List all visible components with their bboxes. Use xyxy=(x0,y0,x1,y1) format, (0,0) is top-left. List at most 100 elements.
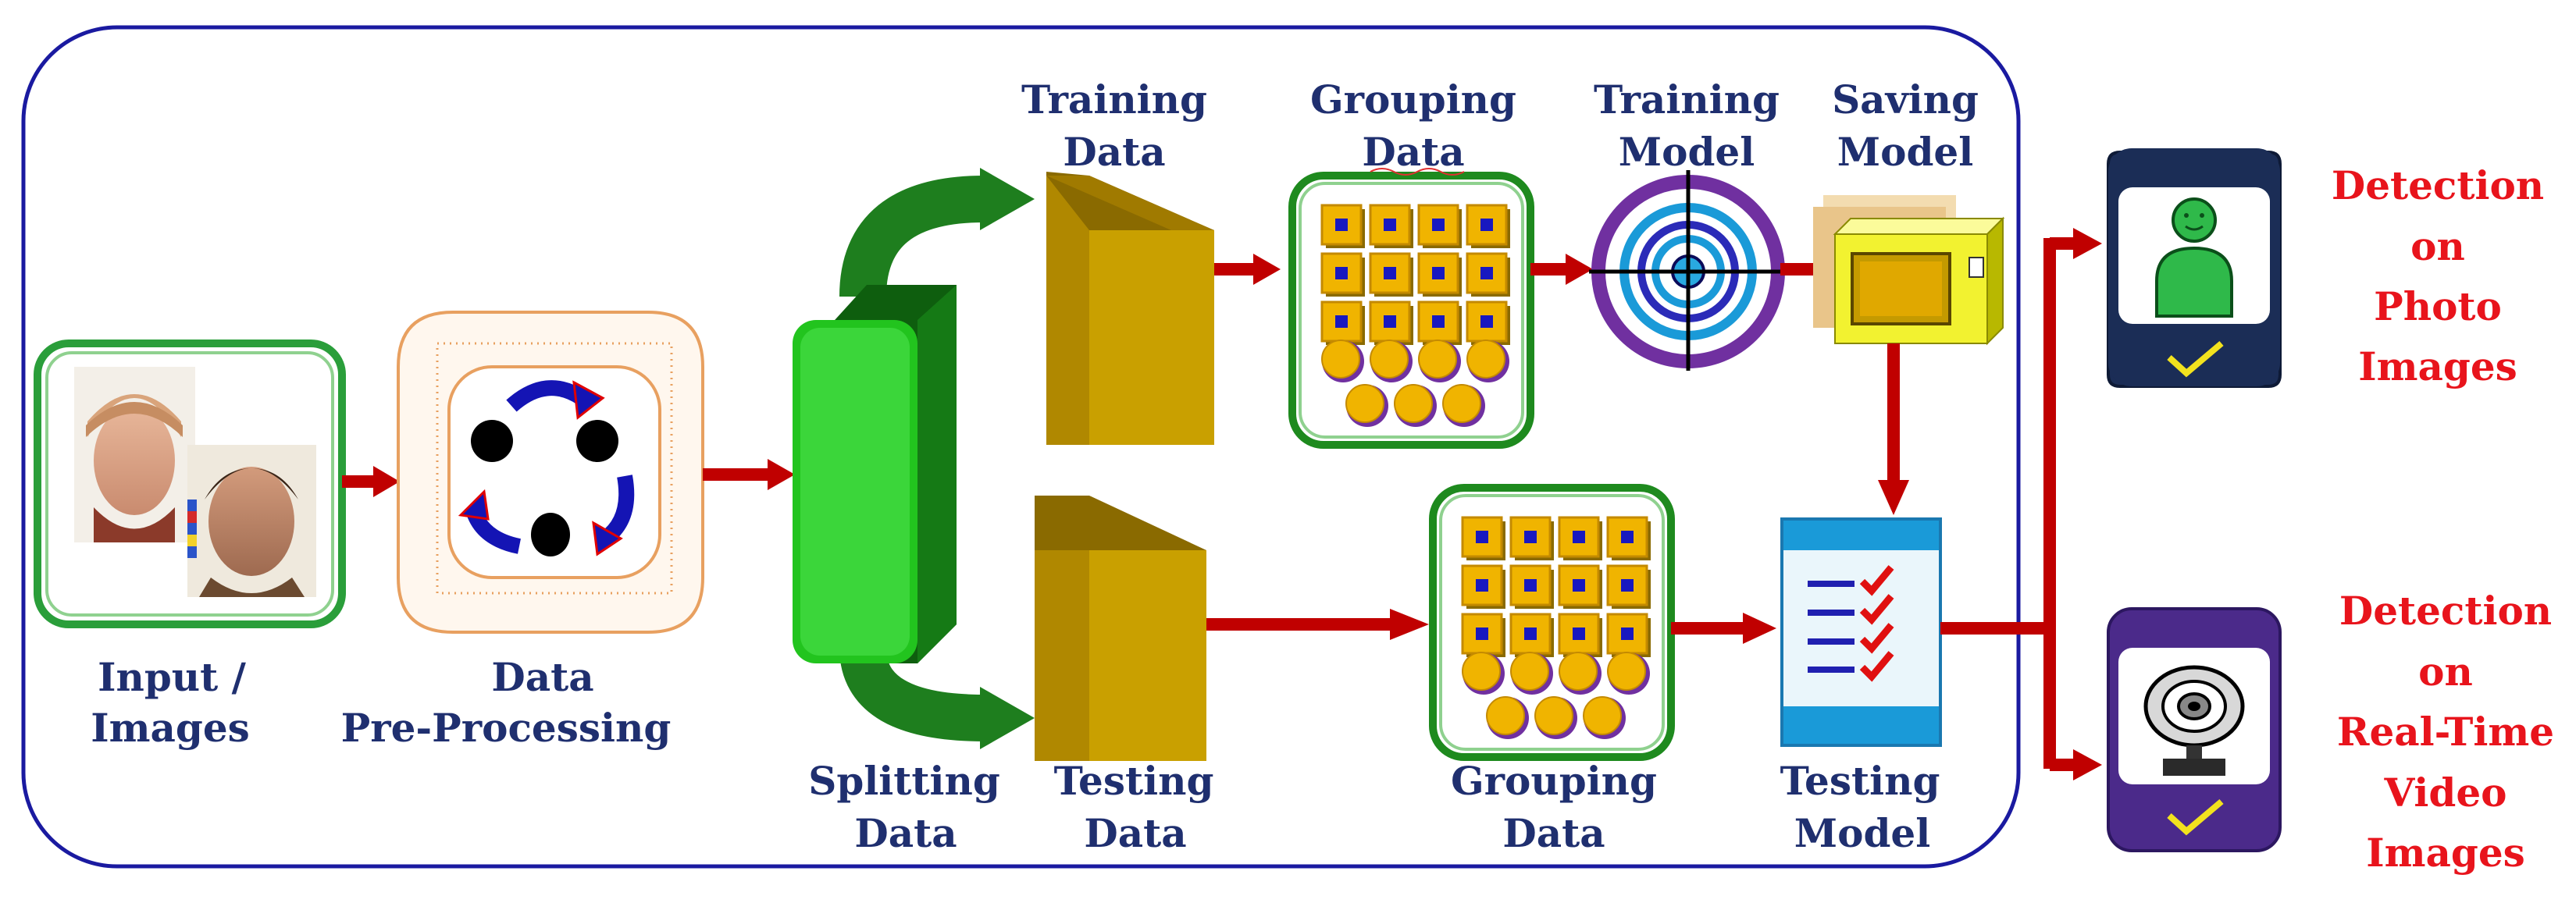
saving-model-label-line2: Model xyxy=(1837,129,1973,175)
photo-output-line2: on xyxy=(2410,223,2465,269)
group-square-dot xyxy=(1384,219,1396,231)
group-circle xyxy=(1442,384,1481,423)
group-square-dot xyxy=(1384,267,1396,279)
grouping-grid-top-icon xyxy=(1288,172,1534,449)
testing-model-label-line1: Testing xyxy=(1780,758,1940,804)
group-square-dot xyxy=(1524,579,1537,592)
training-data-cube-icon xyxy=(1046,172,1214,445)
checklist-icon xyxy=(1780,517,1942,747)
training-model-label-line2: Model xyxy=(1619,129,1755,175)
photo-output-line3: Photo xyxy=(2374,283,2502,329)
testing-data-label-line1: Testing xyxy=(1054,758,1214,804)
group-square-dot xyxy=(1480,315,1493,328)
photo-output-line1: Detection xyxy=(2332,162,2544,208)
group-square-dot xyxy=(1432,315,1445,328)
video-output-line1: Detection xyxy=(2339,588,2552,634)
save-box-icon xyxy=(1813,195,2005,346)
pipeline-frame xyxy=(21,25,2021,869)
video-output-line5: Images xyxy=(2366,830,2525,876)
group-square xyxy=(1558,564,1600,606)
preprocessing-cube-icon xyxy=(397,311,704,634)
arrow-train-to-group xyxy=(1214,254,1281,285)
grouping-top-label-line2: Data xyxy=(1362,129,1464,175)
photo-output-line4: Images xyxy=(2358,343,2517,389)
person-icon xyxy=(2155,197,2233,318)
group-square-dot xyxy=(1621,579,1634,592)
group-circle xyxy=(1370,340,1409,379)
checkmark-icon xyxy=(2167,340,2224,378)
video-output-text: Detection on Real-Time Video Images xyxy=(2337,588,2554,876)
group-circle xyxy=(1607,652,1646,691)
arrow-test-to-group xyxy=(1206,609,1429,640)
grouping-top-label-line1: Grouping xyxy=(1310,76,1516,123)
group-square-dot xyxy=(1432,267,1445,279)
group-square-dot xyxy=(1621,627,1634,640)
split-label-line2: Data xyxy=(854,810,957,856)
group-square-dot xyxy=(1524,531,1537,543)
split-block-icon xyxy=(793,168,1035,749)
grouping-bottom-label-line2: Data xyxy=(1502,810,1605,856)
webcam-icon xyxy=(2143,665,2245,776)
group-circle xyxy=(1534,696,1573,735)
photo-detection-panel xyxy=(2107,148,2282,388)
testing-data-cube-icon xyxy=(1035,496,1206,761)
group-square-dot xyxy=(1480,267,1493,279)
grouping-bottom-label-line1: Grouping xyxy=(1451,758,1657,804)
group-circle xyxy=(1583,696,1622,735)
group-circle xyxy=(1510,652,1549,691)
grouping-grid-bottom-icon xyxy=(1429,484,1675,761)
group-square xyxy=(1461,564,1503,606)
arrow-input-to-preprocess xyxy=(342,466,400,497)
group-circle xyxy=(1394,384,1433,423)
target-icon xyxy=(1589,170,1788,371)
arrow-group-to-test-model xyxy=(1671,613,1776,644)
spellcheck-underline xyxy=(1370,168,1465,176)
arrow-save-to-test-model xyxy=(1878,343,1909,515)
group-circle xyxy=(1345,384,1384,423)
video-output-line3: Real-Time xyxy=(2337,709,2554,755)
group-square-dot xyxy=(1476,531,1488,543)
group-square-dot xyxy=(1480,219,1493,231)
group-circle xyxy=(1466,340,1505,379)
group-square-dot xyxy=(1476,579,1488,592)
group-square-dot xyxy=(1335,267,1348,279)
training-model-label-line1: Training xyxy=(1594,76,1780,123)
input-label-line1: Input / xyxy=(98,654,247,700)
photo-output-text: Detection on Photo Images xyxy=(2332,162,2544,389)
testing-model-label-line2: Model xyxy=(1794,810,1930,856)
video-output-line2: on xyxy=(2418,649,2473,695)
group-square-dot xyxy=(1335,219,1348,231)
checkmark-icon xyxy=(2167,798,2224,836)
group-circle xyxy=(1321,340,1360,379)
group-square-dot xyxy=(1432,219,1445,231)
video-output-line4: Video xyxy=(2383,770,2507,816)
group-circle xyxy=(1559,652,1598,691)
group-square-dot xyxy=(1476,627,1488,640)
group-square-dot xyxy=(1573,531,1585,543)
split-label-line1: Splitting xyxy=(808,758,1000,804)
arrow-test-to-outputs xyxy=(1940,228,2102,780)
training-data-label-line1: Training xyxy=(1021,76,1207,123)
testing-data-label-line2: Data xyxy=(1084,810,1186,856)
group-square-dot xyxy=(1384,315,1396,328)
group-circle xyxy=(1462,652,1501,691)
group-square-dot xyxy=(1573,627,1585,640)
arrow-preprocess-to-split xyxy=(703,459,795,490)
arrow-group-to-train-model xyxy=(1530,254,1593,285)
group-square-dot xyxy=(1621,531,1634,543)
group-square-dot xyxy=(1524,627,1537,640)
group-circle xyxy=(1418,340,1457,379)
input-label-line2: Images xyxy=(91,705,250,751)
preprocess-label-line2: Pre-Processing xyxy=(341,705,672,751)
group-square-dot xyxy=(1573,579,1585,592)
input-images-icon xyxy=(34,340,346,628)
video-detection-panel xyxy=(2107,607,2282,852)
training-data-label-line2: Data xyxy=(1063,129,1165,175)
group-square-dot xyxy=(1335,315,1348,328)
group-square xyxy=(1320,204,1363,246)
group-square xyxy=(1606,564,1648,606)
preprocess-label-line1: Data xyxy=(491,654,593,700)
group-circle xyxy=(1486,696,1525,735)
saving-model-label-line1: Saving xyxy=(1832,76,1979,123)
